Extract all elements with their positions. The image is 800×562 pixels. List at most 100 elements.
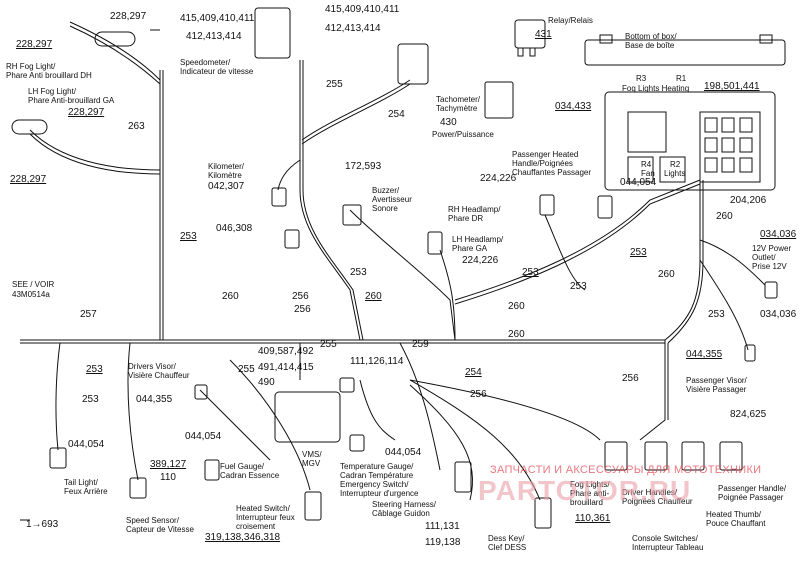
wire-255-a: 255 (326, 79, 343, 90)
wire-253-a: 253 (180, 231, 197, 242)
label-lh-fog-2: Phare Anti-brouillard GA (28, 96, 115, 105)
wire-260-f: 260 (508, 329, 525, 340)
label-see-voir: SEE / VOIR (12, 280, 55, 289)
label-dess-key-2: Clef DESS (488, 543, 527, 552)
wire-254-a: 254 (388, 109, 405, 120)
label-rh-fog-2: Phare Anti brouillard DH (6, 71, 92, 80)
wire-256-d: 256 (294, 304, 311, 315)
callout-110: 110 (160, 472, 176, 483)
label-heated-switch-2: Interrupteur feux (236, 513, 295, 522)
label-fuel-2: Cadran Essence (220, 471, 280, 480)
label-bottom-box: Bottom of box/ (625, 32, 677, 41)
label-lh-headlamp: LH Headlamp/ (452, 235, 504, 244)
label-fuel: Fuel Gauge/ (220, 462, 265, 471)
label-buzzer-3: Sonore (372, 204, 398, 213)
label-fog-heating: Fog Lights Heating (622, 84, 690, 93)
label-rh-headlamp-2: Phare DR (448, 214, 484, 223)
callout-fusebox-left: 034,433 (555, 101, 592, 112)
label-bottom-box-2: Base de boîte (625, 41, 675, 50)
label-vms: VMS/ (302, 450, 322, 459)
label-fog-lights: Fog Lights/ (570, 480, 610, 489)
wire-253-d: 253 (350, 267, 367, 278)
label-relay: Relay/Relais (548, 16, 593, 25)
bottom-of-box (584, 39, 786, 66)
label-pass-visor: Passenger Visor/ (686, 376, 747, 385)
callout-tach-1: 415,409,410,411 (325, 4, 400, 15)
label-lh-fog: LH Fog Light/ (28, 87, 77, 96)
wire-253-g: 253 (630, 247, 647, 258)
label-pass-heated: Passenger Heated (512, 150, 579, 159)
label-12v-2: Outlet/ (752, 253, 776, 262)
callout-228-297-rh: 228,297 (110, 11, 147, 22)
callout-110-361: 110,361 (575, 513, 611, 524)
label-emergency-2: Interrupteur d'urgence (340, 489, 419, 498)
callout-page-ref: 1→693 (26, 519, 59, 530)
callout-fuel: 044,054 (185, 431, 222, 442)
watermark-text: ЗАПЧАСТИ И АКСЕССУАРЫ ДЛЯ МОТОТЕХНИКИ (490, 464, 762, 476)
callout-119-138: 119,138 (425, 537, 461, 548)
power-connector (484, 81, 514, 119)
watermark-logo: PARTOTOR.RU (478, 475, 692, 506)
label-buzzer-2: Avertisseur (372, 195, 412, 204)
label-pass-visor-2: Visière Passager (686, 385, 747, 394)
wire-253-f: 253 (570, 281, 587, 292)
label-tach-2: Tachymètre (436, 104, 478, 113)
label-temp-2: Cadran Température (340, 471, 414, 480)
label-kilometer-2: Kilomètre (208, 171, 242, 180)
label-12v: 12V Power (752, 244, 792, 253)
wire-260-a: 260 (222, 291, 239, 302)
label-console: Console Switches/ (632, 534, 698, 543)
label-pass-handle: Passenger Handle/ (718, 484, 787, 493)
callout-speedo-2: 412,413,414 (186, 31, 242, 42)
label-pass-heated-3: Chauffantes Passager (512, 168, 592, 177)
label-12v-3: Prise 12V (752, 262, 787, 271)
callout-111-131: 111,131 (425, 521, 460, 532)
label-driver-visor: Drivers Visor/ (128, 362, 176, 371)
wire-257: 257 (80, 309, 97, 320)
callout-driver-visor: 044,355 (136, 394, 173, 405)
vms-module (274, 391, 341, 443)
label-rh-fog: RH Fog Light/ (6, 62, 56, 71)
wire-263: 263 (128, 121, 145, 132)
wire-256-c: 256 (622, 373, 639, 384)
label-driver-handle: Driver Handles/ (622, 488, 678, 497)
label-lh-headlamp-2: Phare GA (452, 244, 488, 253)
callout-228-297-b: 228,297 (10, 174, 47, 185)
label-console-2: Interrupteur Tableau (632, 543, 704, 552)
wire-253-c: 253 (82, 394, 99, 405)
callout-228-297-lh: 228,297 (68, 107, 105, 118)
rh-fog-connector (94, 31, 136, 47)
wire-259: 259 (412, 339, 429, 350)
label-buzzer: Buzzer/ (372, 186, 400, 195)
wire-255-b: 255 (238, 364, 255, 375)
wire-254-b: 254 (465, 367, 482, 378)
label-steering-2: Câblage Guidon (372, 509, 430, 518)
label-lights: Lights (664, 169, 686, 178)
callout-12v-a: 034,036 (760, 229, 797, 240)
label-dess-key: Dess Key/ (488, 534, 525, 543)
label-driver-visor-2: Visière Chauffeur (128, 371, 190, 380)
lh-fog-connector (11, 119, 48, 135)
callout-vms-1: 409,587,492 (258, 346, 314, 357)
callout-buzzer: 172,593 (345, 161, 382, 172)
label-pass-handle-2: Poignée Passager (718, 493, 784, 502)
label-tach: Tachometer/ (436, 95, 481, 104)
label-r4: R4 (641, 160, 652, 169)
callout-heated-switch: 319,138,346,318 (205, 532, 281, 543)
center-vertical-harness (299, 60, 361, 341)
callout-pass-heated: 044,054 (620, 177, 657, 188)
callout-kilometer: 042,307 (208, 181, 245, 192)
label-heated-switch-3: croisement (236, 522, 276, 531)
fuse-box (604, 91, 776, 191)
label-driver-handle-2: Poignées Chauffeur (622, 497, 693, 506)
callout-vms-3: 490 (258, 377, 275, 388)
label-emergency: Emergency Switch/ (340, 480, 409, 489)
label-vms-2: MGV (302, 459, 321, 468)
label-speedo-2: Indicateur de vitesse (180, 67, 254, 76)
label-speedo: Speedometer/ (180, 58, 231, 67)
callout-vms-2: 491,414,415 (258, 362, 314, 373)
label-kilometer: Kilometer/ (208, 162, 245, 171)
callout-228-297-a: 228,297 (16, 39, 53, 50)
